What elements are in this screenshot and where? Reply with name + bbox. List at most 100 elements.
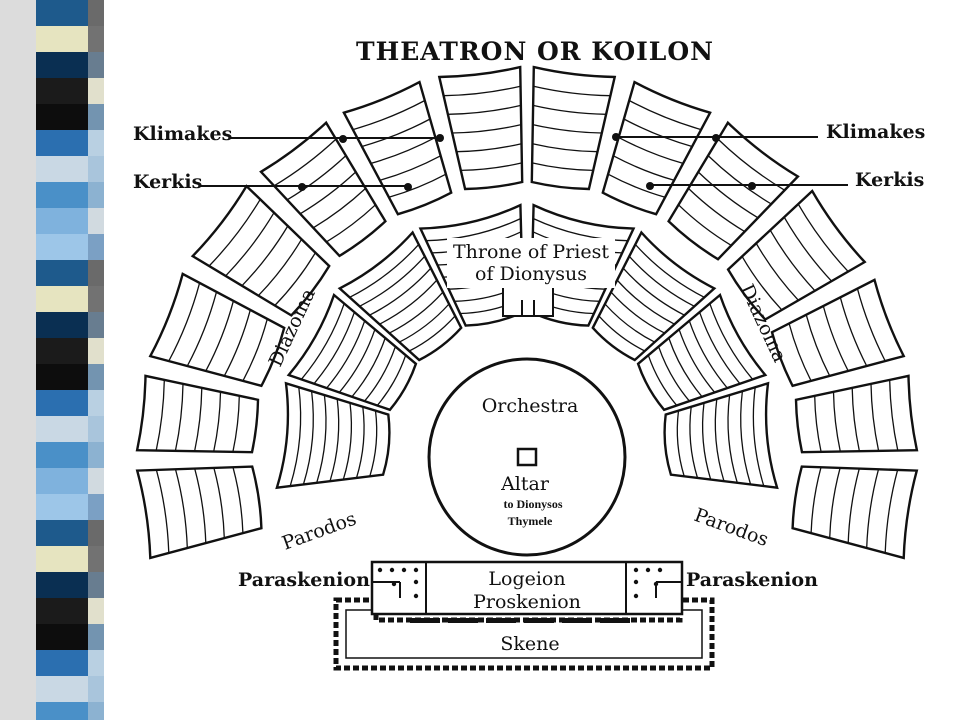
seat-row-line	[155, 379, 165, 451]
stripe-block	[36, 234, 88, 260]
seat-row-line	[399, 303, 450, 343]
seat-row-line	[657, 346, 690, 402]
seat-row-line	[194, 468, 207, 544]
wedge-outline	[148, 272, 286, 388]
stripe-block	[36, 468, 88, 494]
seat-row-line	[452, 123, 522, 134]
seat-row-line	[623, 118, 693, 148]
seat-row-line	[225, 212, 275, 277]
seat-row-line	[847, 468, 860, 544]
seat-row-line	[168, 282, 201, 362]
stripe-block	[36, 494, 88, 520]
seat-row-line	[361, 118, 431, 148]
seat-row-line	[740, 391, 752, 485]
seat-row-line	[822, 305, 849, 372]
seat-row-line	[851, 387, 861, 452]
stripe-block	[36, 676, 88, 702]
seat-row-line	[312, 187, 367, 229]
seat-row-line	[155, 469, 170, 554]
seating-wedge	[667, 120, 800, 261]
seat-row-line	[727, 395, 738, 483]
column-dot	[413, 593, 419, 599]
seat-row-line	[232, 467, 244, 534]
diagram-title: THEATRON OR KOILON	[356, 37, 714, 66]
seat-row-line	[443, 85, 521, 97]
altar-label: Altar	[500, 473, 550, 495]
stripe-block	[36, 416, 88, 442]
column-dot	[645, 567, 651, 573]
seat-row-line	[379, 155, 441, 181]
seat-row-line	[376, 354, 407, 406]
seat-row-line	[342, 402, 353, 480]
seat-row-line	[409, 315, 456, 352]
seating-wedge	[636, 292, 768, 412]
wedge-outline	[636, 292, 768, 412]
wedge-outline	[791, 465, 919, 560]
seat-row-line	[839, 297, 868, 367]
seat-row-line	[884, 469, 899, 554]
seat-row-line	[531, 162, 594, 172]
throne-label-background	[447, 238, 615, 288]
seat-row-line	[242, 318, 268, 382]
altar-subtitle-thymele: Thymele	[508, 514, 553, 528]
seat-row-line	[752, 387, 765, 487]
seat-row-line	[783, 216, 833, 282]
seating-wedge	[190, 184, 331, 317]
seat-row-line	[369, 410, 378, 477]
pointer-dot	[712, 134, 720, 142]
seat-row-line	[456, 143, 522, 153]
seat-row-line	[326, 320, 366, 389]
seating-wedge	[770, 278, 906, 388]
stage-structure	[333, 560, 715, 671]
seat-row-line	[426, 217, 522, 242]
skene-label: Skene	[500, 633, 559, 655]
seat-row-line	[447, 104, 522, 115]
stripe-block	[36, 390, 88, 416]
seat-row-line	[607, 173, 666, 198]
seating-wedge	[148, 272, 286, 388]
wedge-outline	[794, 374, 919, 454]
column-dot	[633, 579, 639, 585]
stripe-block	[36, 130, 88, 156]
seat-row-line	[273, 138, 337, 187]
seating-wedge	[663, 381, 779, 490]
proskenion-column-bar	[562, 618, 592, 623]
altar-subtitle-dionysos: to Dionysos	[503, 497, 562, 511]
stripe-block	[36, 312, 88, 338]
seat-row-line	[678, 329, 716, 393]
seat-row-line	[286, 155, 347, 201]
seat-row-line	[213, 391, 222, 452]
pointer-dot	[436, 134, 444, 142]
stripe-block	[36, 26, 88, 52]
stripe-block	[36, 572, 88, 598]
stripe-block	[36, 338, 88, 364]
proskenion-column-bar	[600, 618, 630, 623]
paraskenion-label-right: Paraskenion	[686, 569, 818, 591]
klimakes-label-left: Klimakes	[133, 123, 232, 145]
seat-row-line	[300, 303, 345, 380]
proskenion-label: Proskenion	[473, 591, 581, 613]
pointer-dot	[404, 183, 412, 191]
stripe-block	[36, 442, 88, 468]
stripe-block	[36, 546, 88, 572]
seat-row-line	[352, 99, 426, 131]
seat-row-line	[213, 467, 225, 539]
proskenion-column-bar	[448, 618, 478, 623]
seat-row-line	[316, 395, 327, 483]
seat-row-line	[697, 171, 759, 219]
seat-row-line	[329, 398, 340, 482]
seat-row-line	[355, 406, 365, 479]
seat-row-line	[532, 123, 602, 134]
seat-row-line	[698, 311, 741, 385]
proskenion-column-bar	[486, 618, 516, 623]
stripe-block	[36, 0, 88, 26]
seat-row-line	[810, 467, 822, 534]
seat-row-line	[349, 243, 420, 298]
stripe-block	[36, 182, 88, 208]
proskenion-column-bar	[524, 618, 554, 623]
seat-row-line	[634, 243, 705, 298]
column-dot	[377, 567, 383, 573]
stripe-bar-edge	[104, 0, 110, 720]
seat-row-line	[338, 329, 376, 393]
seat-row-line	[379, 279, 438, 325]
